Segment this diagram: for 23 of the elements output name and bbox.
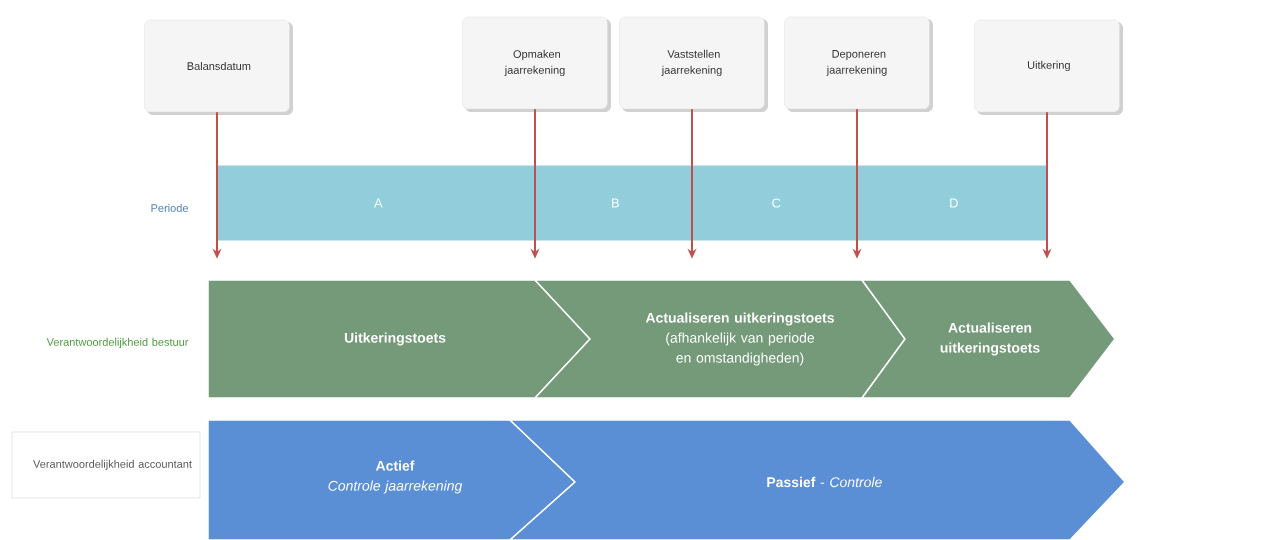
milestone-box: Opmaken jaarrekening [462, 16, 611, 112]
node-label: Actief [375, 460, 415, 471]
node-label: Controle jaarrekening [328, 480, 463, 494]
row-label: Verantwoordelijkheid bestuur [46, 337, 189, 349]
phase-block: Actualiseren uitkeringstoets [860, 279, 1116, 399]
milestone-box: Balansdatum [144, 19, 293, 115]
node-label: A [374, 198, 383, 208]
row-label: Periode [151, 203, 188, 213]
milestone-box: Deponeren jaarrekening [784, 16, 933, 112]
milestone-box: Uitkering [974, 19, 1123, 115]
milestone-box: Vaststellen jaarrekening [619, 16, 768, 112]
node-label: D [950, 198, 958, 208]
node-label: B [612, 198, 619, 208]
period-segment: D [857, 165, 1047, 241]
phase-block: Actualiseren uitkeringstoets (afhankelijk van periode en omstandigheden) [533, 279, 906, 399]
phase-block: Passief - Controle [508, 419, 1126, 540]
node-label: Passief - Controle [767, 476, 882, 488]
node-label: C [772, 198, 781, 208]
phase-block: Actief Controle jaarrekening [207, 419, 577, 540]
period-segment: B [535, 165, 692, 241]
period-segment: C [692, 165, 857, 241]
role-box: Verantwoordelijkheid accountant [11, 431, 201, 499]
phase-block: Uitkeringstoets [207, 279, 592, 399]
